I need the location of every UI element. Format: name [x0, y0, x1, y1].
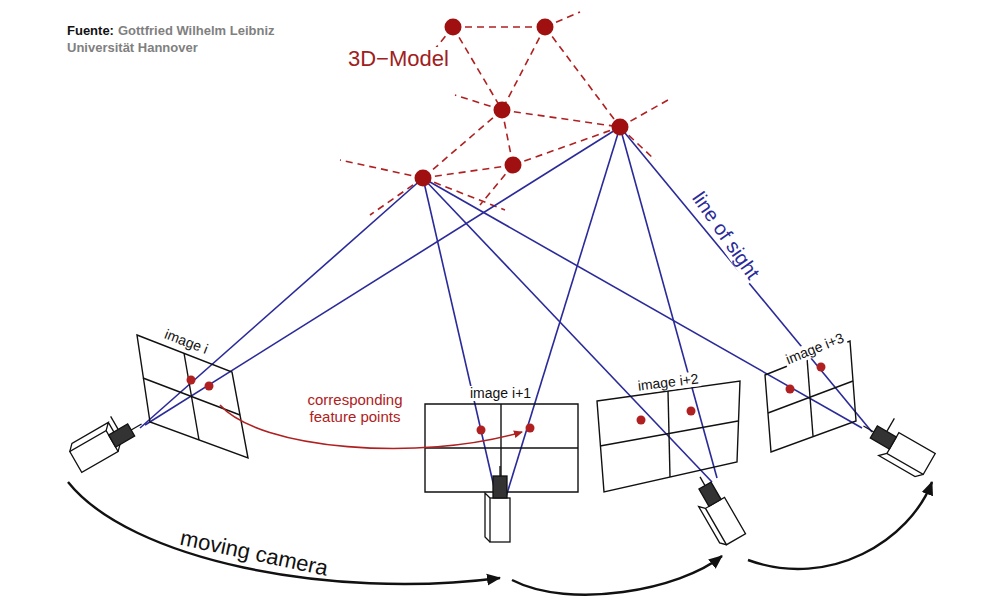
motion-label: moving camera: [178, 526, 330, 581]
motion-arrows: [68, 482, 932, 595]
source-prefix: Fuente:: [67, 24, 114, 38]
cameras: [65, 405, 940, 547]
image-label: image i: [160, 326, 211, 358]
callout-label: corresponding feature points: [293, 392, 417, 425]
source-credit: Universität Hannover: [67, 41, 198, 55]
model-points: [415, 19, 629, 187]
lines-of-sight: [140, 127, 872, 500]
model-label: 3D−Model: [346, 47, 451, 71]
mesh-lines: [340, 12, 668, 215]
image-label: image i+1: [468, 386, 533, 401]
sight-label: line of sight: [687, 186, 765, 285]
source-credit: Gottfried Wilhelm Leibniz: [118, 24, 275, 38]
image-planes: [137, 335, 856, 492]
feature-points: [187, 363, 826, 435]
